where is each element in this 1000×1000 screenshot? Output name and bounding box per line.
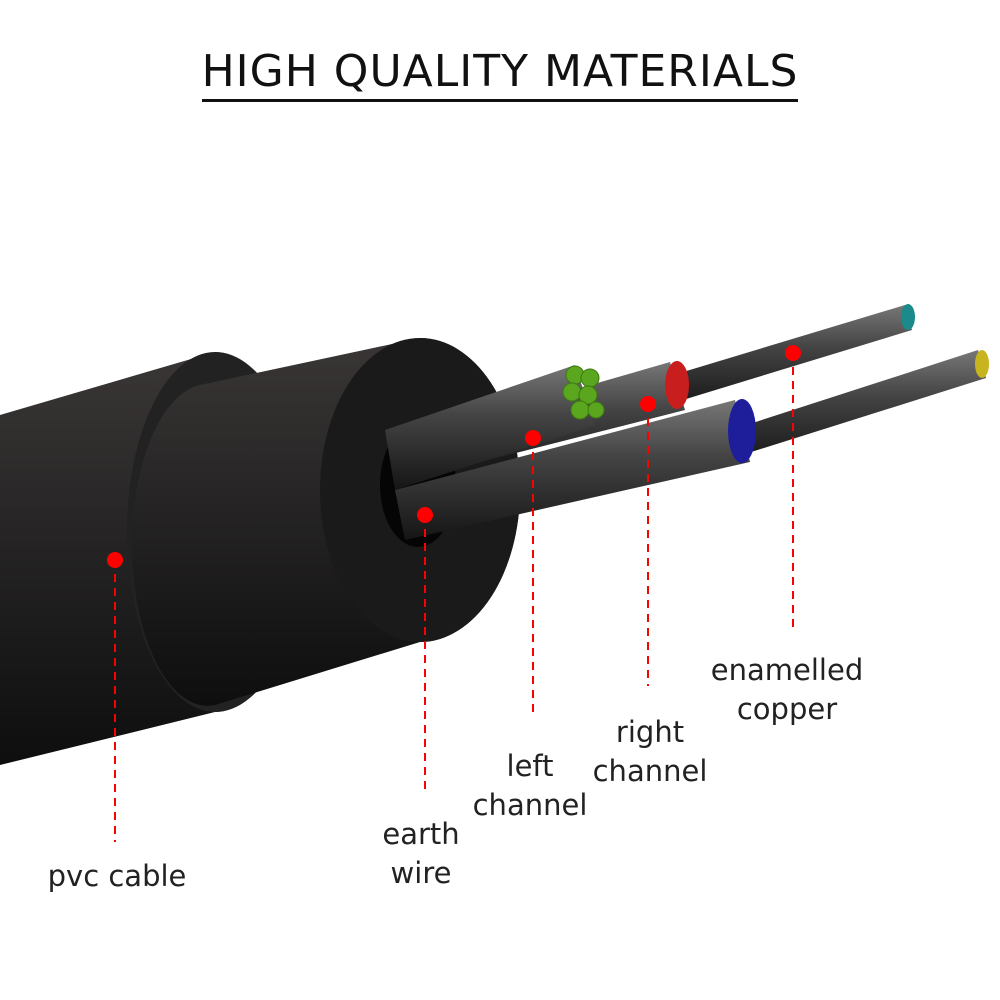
copper-marker-dot — [785, 345, 801, 361]
label-line: right — [615, 715, 685, 749]
copper-wire-a — [640, 305, 912, 410]
label-line: earth — [382, 817, 460, 851]
label-right-channel: right channel — [593, 713, 708, 791]
copper-end-a — [901, 304, 915, 330]
left-channel-end — [562, 365, 605, 420]
page-title: HIGH QUALITY MATERIALS — [0, 46, 1000, 102]
earth-wire-end — [728, 399, 756, 463]
label-pvc-cable: pvc cable — [48, 857, 187, 896]
earth-wire-bundle — [395, 400, 750, 540]
left-channel-bundle — [385, 365, 595, 490]
earth-marker-dot — [417, 507, 433, 523]
label-line: channel — [472, 788, 588, 822]
label-line: pvc cable — [47, 859, 187, 893]
pvc-marker-dot — [107, 552, 123, 568]
label-line: copper — [736, 692, 838, 726]
label-line: wire — [390, 856, 452, 890]
right-channel-end — [665, 361, 689, 409]
left-marker-dot — [525, 430, 541, 446]
label-line: left — [506, 749, 554, 783]
label-left-channel: left channel — [473, 747, 588, 825]
label-enamelled-copper: enamelled copper — [711, 651, 863, 729]
label-earth-wire: earth wire — [382, 815, 459, 893]
label-line: enamelled — [710, 653, 864, 687]
copper-wire-b — [700, 350, 986, 465]
label-line: channel — [592, 754, 708, 788]
right-marker-dot — [640, 396, 656, 412]
copper-end-b — [975, 350, 989, 378]
title-text: HIGH QUALITY MATERIALS — [201, 46, 799, 102]
